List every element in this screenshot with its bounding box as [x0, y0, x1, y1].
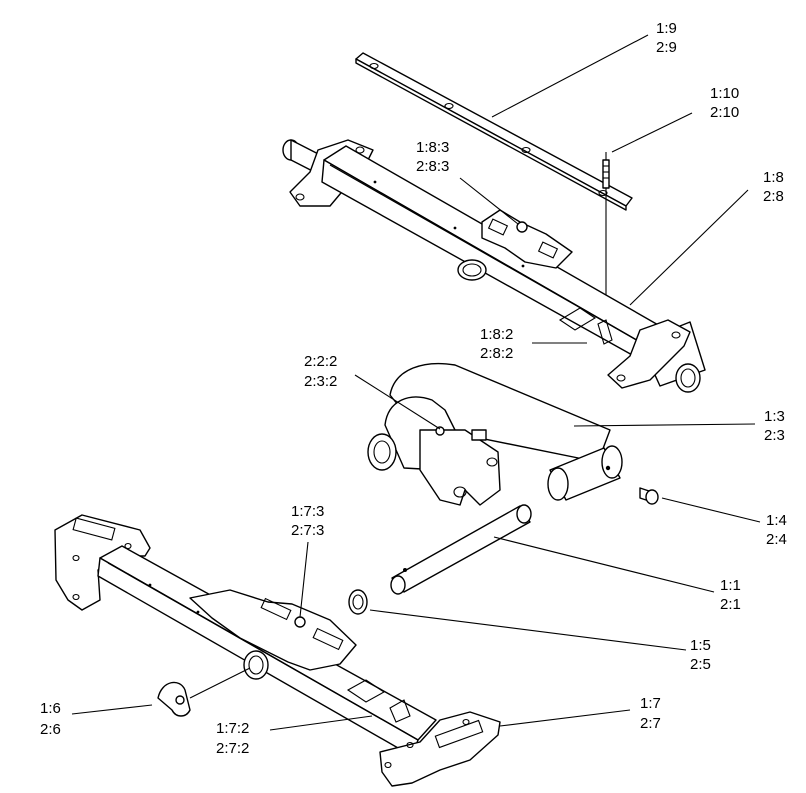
- upper-frame-part: [282, 139, 706, 393]
- callout-2-2-2-line2: 2:3:2: [304, 373, 337, 390]
- callout-1-8-line1: 1:8: [763, 169, 784, 186]
- callout-1-8-3-line1: 1:8:3: [416, 139, 449, 156]
- callout-1-5-line1: 1:5: [690, 637, 711, 654]
- capscrew-part: [639, 487, 659, 505]
- callout-1-8-2-line2: 2:8:2: [480, 345, 513, 362]
- callout-1-7-2-line1: 1:7:2: [216, 720, 249, 737]
- callout-1-8-line2: 2:8: [763, 188, 784, 205]
- callout-1-9-line1: 1:9: [656, 20, 677, 37]
- callout-1-1-line1: 1:1: [720, 577, 741, 594]
- callout-1-3-line2: 2:3: [764, 427, 785, 444]
- callout-1-6-line2: 2:6: [40, 721, 61, 738]
- bolt-part: [602, 152, 610, 315]
- lower-frame-part: [54, 514, 501, 787]
- callout-1-8-2-line1: 1:8:2: [480, 326, 513, 343]
- callout-1-10-line1: 1:10: [710, 85, 739, 102]
- callout-1-10-line2: 2:10: [710, 104, 739, 121]
- lynch-pin-part: [157, 667, 251, 717]
- callout-1-4-line1: 1:4: [766, 512, 787, 529]
- callout-1-7-3-line1: 1:7:3: [291, 503, 324, 520]
- callout-1-7-line2: 2:7: [640, 715, 661, 732]
- callout-1-6-line1: 1:6: [40, 700, 61, 717]
- leader-lines: [71, 34, 761, 731]
- callout-labels: 1:9 2:9 1:10 2:10 1:8:3 2:8:3 1:8 2:8 1:…: [40, 20, 787, 757]
- callout-1-8-3-line2: 2:8:3: [416, 158, 449, 175]
- callout-1-4-line2: 2:4: [766, 531, 787, 548]
- washer-part: [348, 589, 368, 615]
- callout-1-3-line1: 1:3: [764, 408, 785, 425]
- callout-1-7-3-line2: 2:7:3: [291, 522, 324, 539]
- callout-1-7-2-line2: 2:7:2: [216, 740, 249, 757]
- callout-1-7-line1: 1:7: [640, 695, 661, 712]
- pivot-pin-part: [390, 504, 532, 595]
- callout-1-9-line2: 2:9: [656, 39, 677, 56]
- callout-1-5-line2: 2:5: [690, 656, 711, 673]
- pivot-arm-part: [367, 362, 623, 506]
- callout-1-1-line2: 2:1: [720, 596, 741, 613]
- callout-2-2-2-line1: 2:2:2: [304, 353, 337, 370]
- wear-strip-part: [355, 52, 633, 211]
